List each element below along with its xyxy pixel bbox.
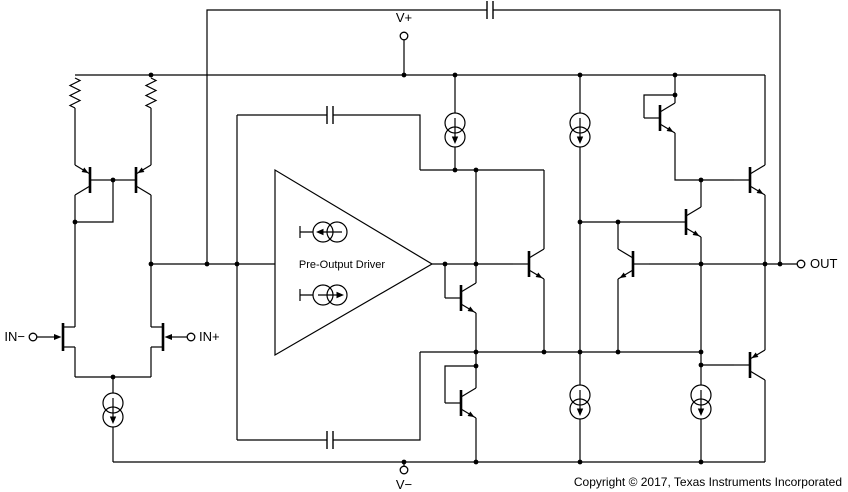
compensation-cap-branch bbox=[206, 0, 781, 264]
transistor-q1-pnp bbox=[73, 152, 108, 208]
transistor-q7-npn bbox=[642, 90, 677, 146]
in-plus-label: IN+ bbox=[199, 329, 220, 344]
top-right-bias bbox=[642, 75, 734, 181]
driver-capacitors bbox=[236, 105, 421, 450]
bias-current-source-bottom bbox=[312, 284, 348, 306]
v-minus-label: V− bbox=[396, 477, 412, 492]
driver-capacitor-top bbox=[326, 105, 334, 125]
right-current-sources bbox=[444, 75, 712, 462]
current-source-1 bbox=[444, 112, 466, 148]
middle-transistors bbox=[443, 170, 703, 462]
input-jfet-in-minus bbox=[45, 309, 77, 365]
transistor-q3-npn bbox=[443, 270, 478, 326]
power-rails bbox=[75, 74, 765, 463]
bias-current-source-top bbox=[312, 221, 348, 243]
copyright-text: Copyright © 2017, Texas Instruments Inco… bbox=[574, 475, 842, 489]
input-stage: IN− IN+ bbox=[4, 77, 220, 462]
transistor-q4-npn bbox=[443, 375, 478, 431]
transistor-q2-pnp bbox=[118, 152, 153, 208]
output-stage: OUT bbox=[701, 75, 838, 462]
v-minus-terminal bbox=[399, 465, 409, 475]
transistor-q5-npn bbox=[511, 236, 546, 292]
input-jfet-in-plus bbox=[149, 309, 181, 365]
resistor-2 bbox=[145, 77, 157, 109]
driver-label: Pre-Output Driver bbox=[299, 259, 386, 271]
current-source-2 bbox=[569, 112, 591, 148]
current-source-3 bbox=[569, 384, 591, 420]
v-minus-branch: V− bbox=[396, 462, 412, 492]
v-plus-terminal bbox=[399, 31, 409, 41]
in-minus-terminal bbox=[28, 332, 38, 342]
out-terminal bbox=[796, 259, 806, 269]
out-label: OUT bbox=[810, 256, 838, 271]
current-source-tail bbox=[102, 392, 124, 428]
comp-capacitor bbox=[486, 0, 494, 20]
v-plus-label: V+ bbox=[396, 10, 412, 25]
current-source-4 bbox=[690, 384, 712, 420]
pre-output-driver: Pre-Output Driver bbox=[274, 168, 434, 357]
junction-dots bbox=[72, 72, 783, 465]
resistor-1 bbox=[69, 77, 81, 109]
driver-triangle bbox=[274, 168, 434, 357]
driver-capacitor-bottom bbox=[326, 430, 334, 450]
in-minus-label: IN− bbox=[4, 329, 25, 344]
in-plus-terminal bbox=[186, 332, 196, 342]
v-plus-branch: V+ bbox=[396, 10, 412, 75]
transistor-q8-npn bbox=[668, 194, 703, 250]
transistor-q6-npn bbox=[616, 236, 651, 292]
output-pnp bbox=[732, 337, 767, 393]
output-npn bbox=[732, 152, 767, 208]
